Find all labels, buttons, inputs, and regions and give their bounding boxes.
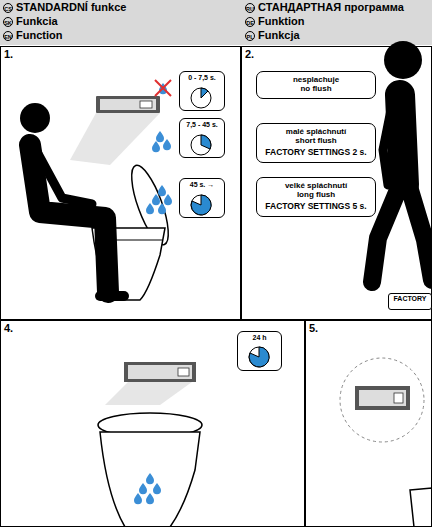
node-text: no flush [261,84,371,93]
node-text: 24 h [238,332,281,342]
step-number: 2. [245,48,254,60]
header-text: Funktion [258,15,304,28]
water-drops [146,80,172,214]
timer-box: 24 h [237,331,282,371]
language-code: PL [245,31,255,41]
node-text: long flush [261,190,371,199]
node-text: nesplachuje [261,75,371,84]
timer-box: 45 s. → [179,178,225,218]
result-box: malé spláchnutíshort flushFACTORY SETTIN… [256,123,376,163]
node-text: short flush [261,136,371,145]
step-panel: 5. [305,320,432,527]
toilet-idle [98,362,202,527]
header-text: Function [16,29,62,42]
walking-figure [372,41,432,282]
step-panel: 2.nesplachujeno flushmalé spláchnutíshor… [241,46,432,320]
step-panel: 1. 0 - 7,5 s. 7,5 - 45 s. 45 s. → [0,46,241,320]
result-box: nesplachujeno flush [256,71,376,99]
language-code: CS [3,3,13,13]
language-code: SK [3,17,13,27]
node-text: FACTORY SETTINGS 5 s. [261,202,371,212]
result-box: velké spláchnutílong flushFACTORY SETTIN… [256,177,376,217]
header-text: Funkcia [16,15,58,28]
node-text: malé spláchnutí [261,127,371,136]
language-code: RU [245,3,255,13]
header-text: STANDARDNÍ funkce [16,1,126,14]
node-text: 7,5 - 45 s. [180,119,224,129]
node-text: velké spláchnutí [261,181,371,190]
node-text: FACTORY SETTINGS 2 s. [261,148,371,158]
step-number: 4. [4,322,13,334]
step-panel: 4. 24 h [0,320,305,527]
timer-box: 7,5 - 45 s. [179,118,225,158]
header-band [0,0,432,45]
node-text: 45 s. → [180,179,224,189]
language-code: DE [245,17,255,27]
sitting-figure [20,96,176,300]
step-number: 5. [309,322,318,334]
sensor-detail [340,358,432,527]
step-number: 1. [4,48,13,60]
node-text: 0 - 7,5 s. [180,72,224,82]
node-text: FACTORY [392,295,428,303]
timer-box: 0 - 7,5 s. [179,71,225,111]
language-code: EN [3,31,13,41]
header-text: СТАНДАРТНАЯ программа [258,1,404,14]
factory-tag: FACTORY [388,293,432,310]
header-text: Funkcja [258,29,300,42]
